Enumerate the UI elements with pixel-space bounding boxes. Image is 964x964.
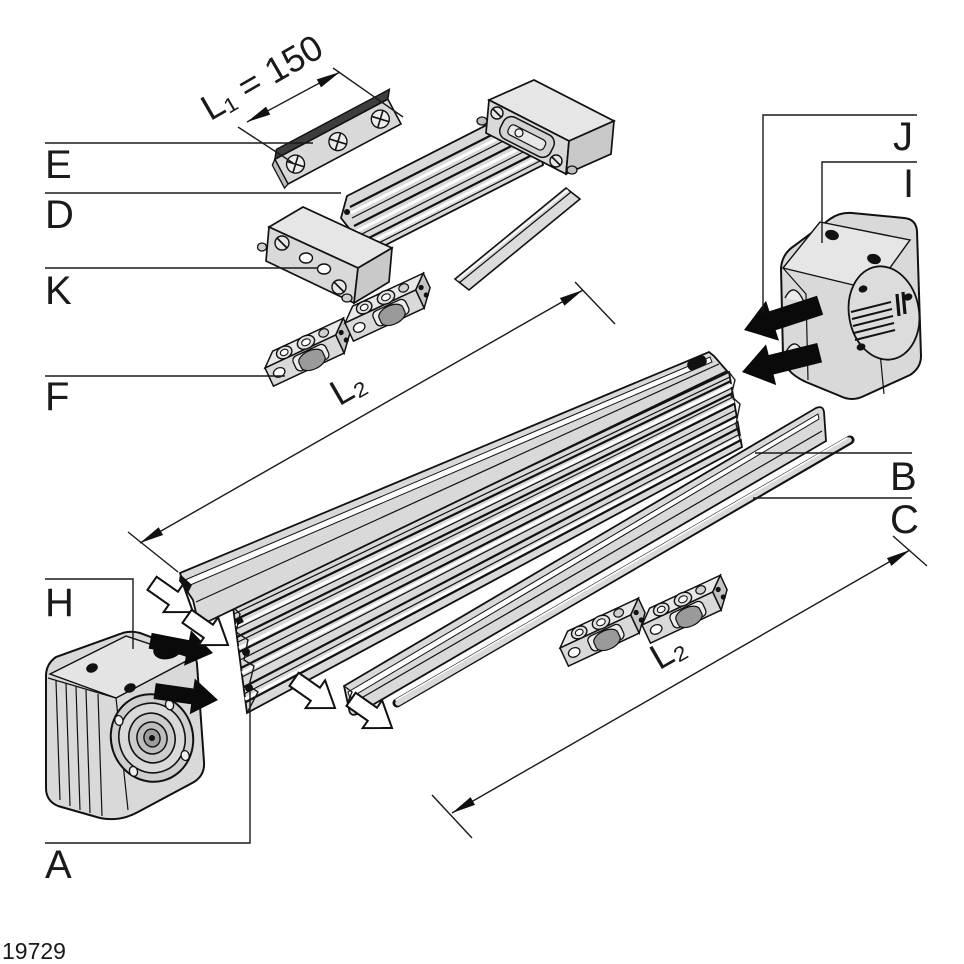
callout-h: H xyxy=(45,581,74,625)
guide-rail xyxy=(342,406,827,716)
dimension-l2-upper-label: L₂ xyxy=(323,361,373,414)
dimension-l2-lower: L₂ xyxy=(431,535,928,839)
callout-b: B xyxy=(890,455,917,499)
end-cap-k xyxy=(256,206,394,305)
callout-a: A xyxy=(45,843,72,887)
callout-i: I xyxy=(903,162,914,206)
callout-d: D xyxy=(45,193,74,237)
plate-screw xyxy=(370,109,391,129)
callout-c: C xyxy=(890,498,919,542)
connector-block xyxy=(635,574,736,646)
shaft xyxy=(392,435,855,708)
plate-screw xyxy=(285,154,306,174)
callout-e: E xyxy=(45,143,72,187)
callout-k: K xyxy=(45,269,72,313)
callout-j: J xyxy=(893,115,913,159)
leader-lines xyxy=(45,114,917,844)
callout-f: F xyxy=(45,375,69,419)
motor-housing-left xyxy=(45,630,206,821)
motor-face xyxy=(847,265,921,361)
connector-block xyxy=(553,597,654,669)
plate-screw xyxy=(328,131,348,152)
main-profile xyxy=(232,370,743,715)
figure-number: 19729 xyxy=(2,938,66,964)
end-cap-right xyxy=(476,79,616,176)
clamping-plate xyxy=(271,88,403,190)
bearing-flange xyxy=(109,693,195,783)
top-rail xyxy=(178,350,729,625)
cover-strip xyxy=(453,186,582,292)
